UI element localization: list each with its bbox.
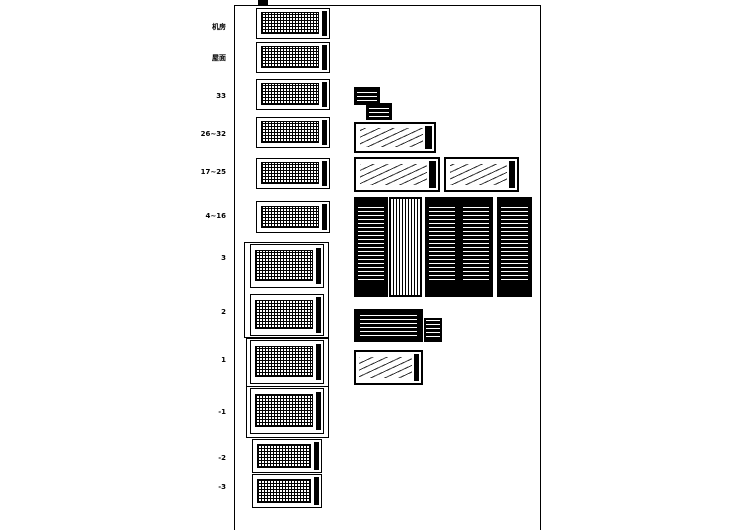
- floor-label: 机房: [212, 23, 226, 31]
- riser-diagram-drawing: [428, 203, 456, 281]
- floor-label: 1: [221, 356, 226, 364]
- riser-diagram-sheet[interactable]: [425, 197, 459, 297]
- floor-plan-sheet[interactable]: [252, 439, 322, 473]
- floor-plan-drawing: [255, 299, 313, 330]
- system-diagram-sheet[interactable]: [354, 350, 423, 385]
- riser-diagram-drawing: [426, 320, 440, 338]
- title-block: [429, 160, 436, 189]
- title-block-mark: [258, 0, 268, 5]
- detail-drawing: [356, 88, 378, 102]
- title-block: [321, 203, 327, 231]
- floor-label: 屋面: [212, 54, 226, 62]
- riser-diagram-drawing: [357, 203, 385, 281]
- system-diagram-drawing: [449, 163, 508, 186]
- floor-plan-drawing: [255, 250, 313, 282]
- sheet-group-frame[interactable]: [244, 242, 329, 338]
- floor-plan-sheet[interactable]: [256, 201, 330, 233]
- floor-plan-drawing: [261, 205, 319, 228]
- title-block: [315, 343, 321, 381]
- floor-plan-drawing: [261, 46, 319, 68]
- floor-label: 17~25: [200, 168, 226, 176]
- riser-diagram-sheet[interactable]: [497, 197, 532, 297]
- detail-drawing: [368, 104, 390, 117]
- floor-plan-sheet[interactable]: [250, 340, 324, 384]
- floor-plan-sheet[interactable]: [256, 158, 330, 189]
- floor-plan-sheet[interactable]: [256, 117, 330, 148]
- floor-label: 33: [216, 92, 226, 100]
- legend-table-sheet[interactable]: [354, 309, 423, 342]
- floor-plan-sheet[interactable]: [256, 8, 330, 39]
- system-diagram-drawing: [359, 128, 424, 147]
- frame-right-border: [540, 5, 541, 530]
- floor-plan-sheet[interactable]: [252, 474, 322, 508]
- floor-plan-drawing: [255, 394, 313, 427]
- floor-label: 2: [221, 308, 226, 316]
- riser-diagram-drawing: [462, 203, 490, 281]
- floor-label: -2: [218, 454, 226, 462]
- detail-sheet[interactable]: [354, 87, 380, 105]
- title-block: [315, 247, 321, 285]
- frame-left-border: [234, 5, 235, 530]
- riser-diagram-sheet[interactable]: [389, 197, 422, 297]
- sheet-group-frame[interactable]: [246, 386, 329, 438]
- floor-label: -1: [218, 408, 226, 416]
- title-block: [321, 10, 327, 37]
- title-block: [321, 119, 327, 146]
- floor-plan-drawing: [261, 162, 319, 184]
- title-block: [321, 44, 327, 71]
- title-block: [314, 476, 319, 506]
- floor-plan-drawing: [257, 443, 312, 468]
- frame-top-border: [234, 5, 540, 6]
- floor-label: 4~16: [205, 212, 226, 220]
- riser-diagram-sheet[interactable]: [459, 197, 493, 297]
- system-diagram-drawing: [360, 163, 427, 186]
- floor-plan-drawing: [261, 12, 319, 34]
- legend-table-sheet[interactable]: [424, 318, 442, 342]
- title-block: [315, 297, 321, 333]
- riser-diagram-sheet[interactable]: [354, 197, 388, 297]
- floor-plan-sheet[interactable]: [250, 388, 324, 434]
- floor-plan-drawing: [261, 121, 319, 143]
- system-diagram-drawing: [359, 356, 412, 379]
- system-diagram-sheet[interactable]: [354, 157, 440, 192]
- floor-plan-drawing: [255, 346, 313, 378]
- system-diagram-sheet[interactable]: [354, 122, 436, 153]
- title-block: [314, 441, 319, 471]
- riser-diagram-drawing: [500, 203, 529, 281]
- title-block: [413, 353, 420, 382]
- floor-plan-drawing: [257, 478, 312, 503]
- floor-plan-sheet[interactable]: [250, 294, 324, 336]
- floor-plan-sheet[interactable]: [256, 42, 330, 73]
- title-block: [315, 391, 321, 431]
- title-block: [321, 160, 327, 187]
- title-block: [321, 81, 327, 108]
- floor-label: 26~32: [200, 130, 226, 138]
- floor-label: 3: [221, 254, 226, 262]
- floor-plan-sheet[interactable]: [250, 244, 324, 288]
- floor-plan-drawing: [261, 83, 319, 105]
- detail-sheet[interactable]: [366, 103, 392, 120]
- title-block: [425, 125, 432, 150]
- system-diagram-sheet[interactable]: [444, 157, 519, 192]
- sheet-group-frame[interactable]: [246, 338, 329, 387]
- riser-diagram-drawing: [360, 311, 417, 337]
- floor-label: -3: [218, 483, 226, 491]
- floor-plan-sheet[interactable]: [256, 79, 330, 110]
- title-block: [509, 160, 515, 189]
